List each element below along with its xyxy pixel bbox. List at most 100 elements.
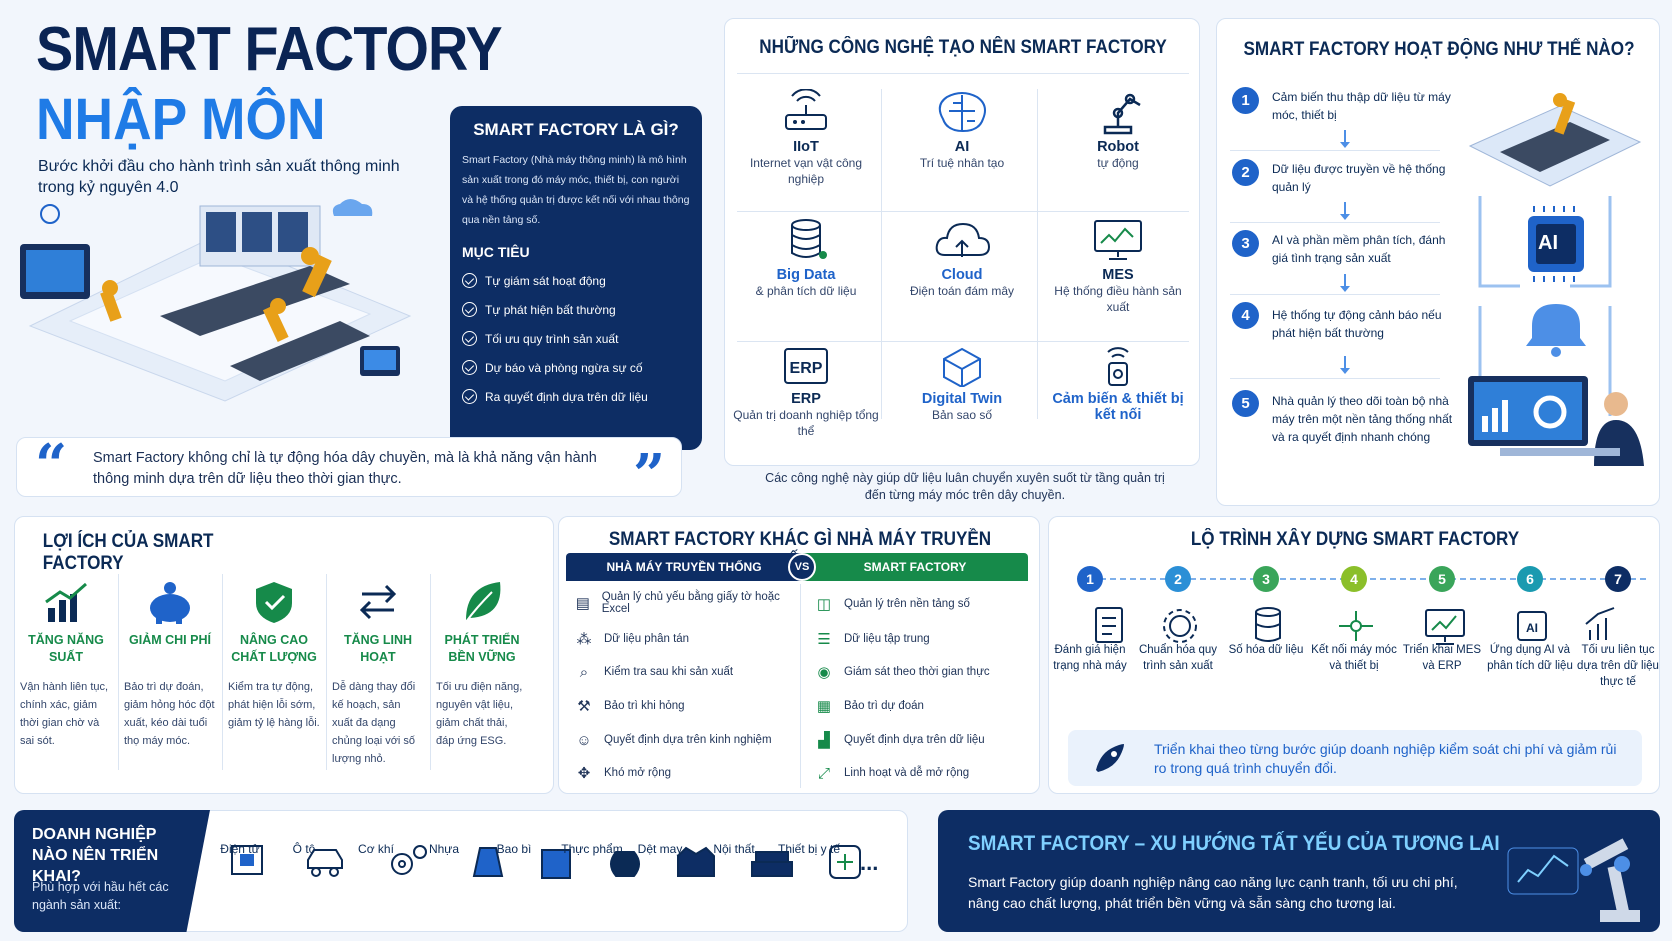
- how-step: Dữ liệu được truyền về hệ thống quản lý: [1272, 162, 1446, 194]
- database-icon: [731, 217, 881, 263]
- benefits-title: LỢI ÍCH CỦA SMART FACTORY: [42, 531, 214, 574]
- svg-text:AI: AI: [1526, 621, 1538, 635]
- leaf-icon: [430, 580, 534, 624]
- open-quote-icon: “: [35, 432, 68, 498]
- swap-arrows-icon: [326, 580, 430, 624]
- close-quote-icon: ”: [633, 442, 666, 508]
- goals-title: MỤC TIÊU: [462, 244, 530, 260]
- industry-item: Điện tử: [220, 842, 260, 856]
- expand-icon: ⤢: [817, 764, 830, 782]
- database-icon: ☰: [817, 631, 831, 648]
- goal-item: Tự phát hiện bất thường: [462, 295, 690, 324]
- goal-item: Tự giám sát hoạt động: [462, 266, 690, 295]
- goal-item: Ra quyết định dựa trên dữ liệu: [462, 382, 690, 411]
- check-circle-icon: [462, 389, 477, 404]
- trend-title: SMART FACTORY – XU HƯỚNG TẤT YẾU CỦA TƯƠ…: [968, 832, 1500, 855]
- growth-chart-icon: [14, 580, 118, 624]
- tech-bigdata: Big Data& phân tích dữ liệu: [731, 217, 881, 299]
- industry-item: Dệt may: [637, 842, 683, 856]
- industry-item: Cơ khí: [358, 842, 394, 856]
- tech-sensor: Cảm biến & thiết bị kết nối: [1043, 347, 1193, 423]
- roadmap-icons: AI: [1070, 604, 1630, 650]
- svg-text:ERP: ERP: [790, 360, 823, 377]
- compare-left-row: ⌕Kiểm tra sau khi sản xuất: [570, 656, 794, 688]
- eye-icon: ◉: [817, 664, 831, 681]
- step-number: 4: [1232, 302, 1259, 329]
- step-number: 1: [1232, 87, 1259, 114]
- cloud-icon: [887, 217, 1037, 263]
- industries-desc: Phù hợp với hầu hết các ngành sản xuất:: [32, 880, 169, 912]
- how-illustration: [1460, 86, 1650, 496]
- compare-left-row: ✥Khó mở rộng: [570, 757, 794, 789]
- bar-chart-icon: ▟: [818, 732, 830, 749]
- vs-badge: VS: [788, 553, 816, 581]
- how-step: Cảm biến thu thập dữ liệu từ máy móc, th…: [1272, 90, 1451, 122]
- smart-header: SMART FACTORY: [802, 553, 1028, 581]
- tech-footer: Các công nghệ này giúp dữ liệu luân chuy…: [765, 471, 1165, 502]
- compare-left-row: ⁂Dữ liệu phân tán: [570, 623, 794, 655]
- industry-item: Thiết bị y tế: [777, 842, 841, 856]
- compare-right-row: ⤢Linh hoạt và dễ mở rộng: [810, 757, 1034, 789]
- benefits-card: LỢI ÍCH CỦA SMART FACTORY: [14, 516, 554, 794]
- step-number: 5: [1232, 390, 1259, 417]
- quote-text: Smart Factory không chỉ là tự động hóa d…: [93, 450, 597, 487]
- search-icon: ⌕: [579, 663, 589, 681]
- tech-title: NHỮNG CÔNG NGHỆ TẠO NÊN SMART FACTORY: [759, 37, 1167, 58]
- trend-text: Smart Factory giúp doanh nghiệp nâng cao…: [968, 874, 1458, 911]
- industries-header: DOANH NGHIỆP NÀO NÊN TRIỂN KHAI? Phù hợp…: [14, 810, 210, 932]
- check-circle-icon: [462, 360, 477, 375]
- compare-right-row: ▦Bảo trì dự đoán: [810, 690, 1034, 722]
- compare-right-row: ☰Dữ liệu tập trung: [810, 623, 1034, 655]
- document-icon: ▤: [575, 595, 590, 612]
- industry-item: Nhựa: [428, 842, 460, 856]
- goal-item: Tối ưu quy trình sản xuất: [462, 324, 690, 353]
- industry-item: Thực phẩm: [561, 842, 623, 856]
- industry-icons: [212, 842, 902, 882]
- compare-left-row: ⚒Bảo trì khi hỏng: [570, 690, 794, 722]
- more-industries: ...: [860, 850, 879, 875]
- how-step: Nhà quản lý theo dõi toàn bộ nhà máy trê…: [1272, 394, 1453, 444]
- step-number: 2: [1232, 159, 1259, 186]
- roadmap-title: LỘ TRÌNH XÂY DỰNG SMART FACTORY: [1190, 529, 1520, 550]
- monitor-icon: [1043, 217, 1193, 263]
- step-number: 3: [1232, 230, 1259, 257]
- check-circle-icon: [462, 302, 477, 317]
- how-step: Hệ thống tự động cảnh báo nếu phát hiện …: [1272, 308, 1442, 340]
- industry-item: Bao bì: [496, 842, 532, 856]
- brain-icon: [887, 89, 1037, 135]
- tech-card: NHỮNG CÔNG NGHỆ TẠO NÊN SMART FACTORY II…: [724, 18, 1200, 466]
- trend-banner: SMART FACTORY – XU HƯỚNG TẤT YẾU CỦA TƯƠ…: [938, 810, 1660, 932]
- ai-chip-label: AI: [1538, 232, 1558, 254]
- piggy-bank-icon: [118, 580, 222, 624]
- industry-item: Nội thất: [713, 842, 755, 856]
- compare-right-row: ▟Quyết định dựa trên dữ liệu: [810, 724, 1034, 756]
- chart-monitor-icon: ◫: [816, 596, 832, 613]
- hero-title: SMART FACTORY: [36, 15, 503, 84]
- quote-box: “ Smart Factory không chỉ là tự động hóa…: [16, 432, 682, 508]
- compare-left-row: ▤Quản lý chủ yếu bằng giấy tờ hoặc Excel: [570, 586, 794, 620]
- compare-right-row: ◫Quản lý trên nền tảng số: [810, 588, 1034, 620]
- wrench-icon: ⚒: [577, 698, 591, 715]
- compare-right-row: ◉Giám sát theo thời gian thực: [810, 656, 1034, 688]
- router-icon: [731, 89, 881, 135]
- factory-illustration: [10, 196, 420, 406]
- roadmap-note: Triển khai theo từng bước giúp doanh ngh…: [1068, 730, 1642, 786]
- check-circle-icon: [462, 331, 477, 346]
